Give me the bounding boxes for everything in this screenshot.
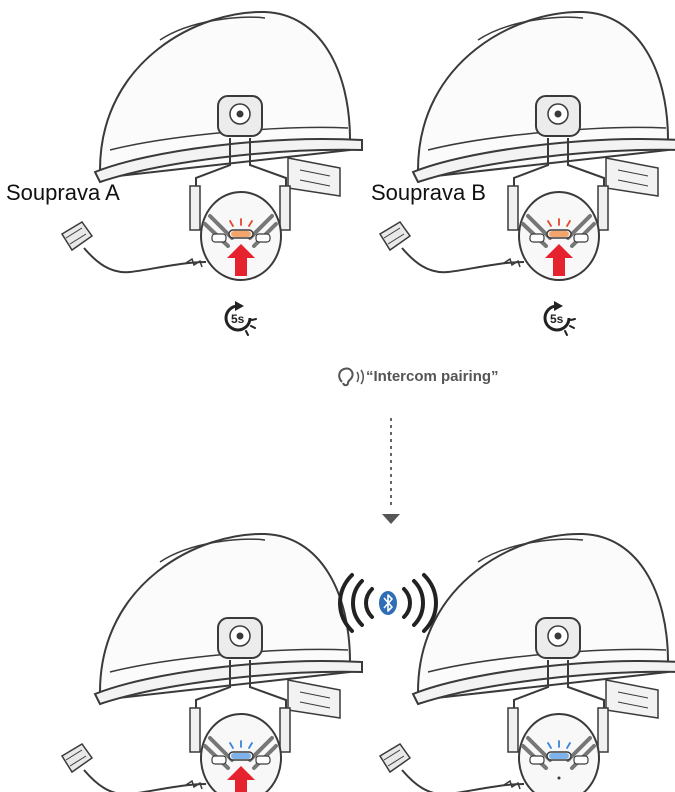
led-blue-indicator	[547, 740, 571, 759]
bluetooth-icon	[338, 573, 438, 633]
headset-b-label: Souprava B	[371, 180, 486, 205]
headset-a-label: Souprava A	[6, 180, 120, 205]
headset-a-paired-illustration	[60, 531, 364, 792]
timer-b-text: 5s	[550, 312, 564, 326]
led-blue-indicator	[229, 740, 253, 759]
down-arrow-icon	[382, 418, 400, 524]
voice-prompt: “Intercom pairing”	[366, 368, 499, 385]
headset-b-paired-illustration	[378, 531, 675, 792]
headset-b-illustration	[378, 9, 675, 282]
headset-a-illustration	[60, 9, 364, 282]
led-red-indicator	[229, 218, 253, 237]
timer-a-text: 5s	[231, 312, 245, 326]
timer-icon: 5s	[543, 299, 577, 337]
timer-icon: 5s	[224, 299, 258, 337]
led-red-indicator	[547, 218, 571, 237]
ear-icon	[338, 367, 364, 387]
